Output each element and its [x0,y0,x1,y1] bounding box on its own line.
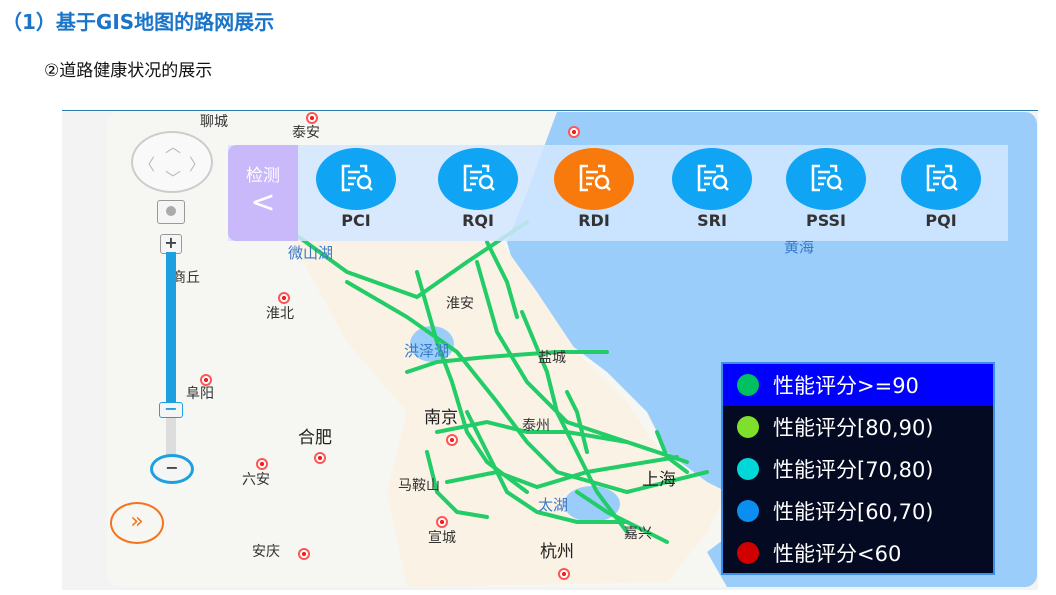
legend-swatch-icon [737,500,759,522]
city-label: 泰安 [292,125,320,141]
detect-tab[interactable]: 检测 < [228,145,298,241]
city-marker-icon [446,434,458,446]
city-label: 嘉兴 [624,526,652,542]
city-label: 宣城 [428,530,456,546]
legend-label: 性能评分<60 [773,542,902,566]
tool-icon-circle [554,148,634,210]
water-label: 微山湖 [288,244,334,262]
search-document-icon [926,164,958,192]
tool-sri-button[interactable]: SRI [672,148,752,230]
city-label: 盐城 [538,350,566,366]
city-marker-icon [200,374,212,386]
tool-icon-circle [438,148,518,210]
search-document-icon [341,164,373,192]
locate-button[interactable] [157,200,185,224]
tool-label: PQI [925,211,957,230]
city-label: 合肥 [298,428,332,448]
tool-label: RQI [462,211,494,230]
legend-label: 性能评分>=90 [773,374,919,398]
tool-label: RDI [578,211,610,230]
subsection-heading: ②道路健康状况的展示 [44,61,213,81]
chevron-left-icon[interactable]: < [250,185,276,220]
double-chevron-right-icon: » [130,509,144,534]
search-document-icon [697,164,729,192]
search-document-icon [579,164,611,192]
legend-item[interactable]: 性能评分<60 [723,532,993,574]
legend-item[interactable]: 性能评分[70,80) [723,448,993,490]
legend: 性能评分>=90 性能评分[80,90) 性能评分[70,80) 性能评分[60,70… [721,362,995,575]
legend-item[interactable]: 性能评分[60,70) [723,490,993,532]
city-label: 阜阳 [186,386,214,402]
city-marker-icon [278,292,290,304]
city-marker-icon [558,568,570,580]
divider [62,110,1038,111]
city-label: 上海 [642,470,676,490]
pan-right-icon[interactable]: 〉 [189,155,206,174]
city-label: 马鞍山 [398,478,440,494]
search-document-icon [463,164,495,192]
pan-control[interactable]: ︿ ﹀ 〈 〉 [131,131,213,193]
city-label: 六安 [242,472,270,488]
city-marker-icon [306,112,318,124]
legend-item[interactable]: 性能评分>=90 [723,364,993,406]
tool-icon-circle [316,148,396,210]
expand-button[interactable]: » [110,502,164,544]
legend-item[interactable]: 性能评分[80,90) [723,406,993,448]
tool-icon-circle [786,148,866,210]
tool-label: PCI [341,211,371,230]
detect-tab-label: 检测 [246,166,280,186]
dot-icon [166,206,176,216]
city-marker-icon [568,126,580,138]
legend-label: 性能评分[80,90) [773,416,934,440]
pan-down-icon[interactable]: ﹀ [165,169,182,188]
city-label: 杭州 [540,542,574,562]
city-label: 泰州 [522,418,550,434]
tool-label: PSSI [805,211,846,230]
city-label: 安庆 [252,544,280,560]
zoom-in-button[interactable]: + [160,234,182,254]
pan-up-icon[interactable]: ︿ [165,137,182,156]
pan-left-icon[interactable]: 〈 [139,155,156,174]
water-label: 黄海 [784,238,815,256]
city-label: 商丘 [172,270,200,286]
tool-rdi-button[interactable]: RDI [554,148,634,230]
zoom-slider-handle[interactable]: − [159,401,183,418]
zoom-out-button[interactable]: − [150,454,194,484]
tool-rqi-button[interactable]: RQI [438,148,518,230]
tool-label: SRI [697,211,727,230]
city-label: 聊城 [200,114,228,130]
city-marker-icon [298,548,310,560]
legend-swatch-icon [737,416,759,438]
section-heading: （1）基于GIS地图的路网展示 [2,10,275,34]
legend-swatch-icon [737,458,759,480]
search-document-icon [811,164,843,192]
city-marker-icon [256,458,268,470]
city-label: 淮安 [446,296,474,312]
water-label: 太湖 [538,496,569,514]
tool-pci-button[interactable]: PCI [316,148,396,230]
tool-pssi-button[interactable]: PSSI [786,148,866,230]
legend-label: 性能评分[60,70) [773,500,934,524]
city-label: 南京 [424,408,458,428]
tool-pqi-button[interactable]: PQI [901,148,981,230]
legend-label: 性能评分[70,80) [773,458,934,482]
tool-icon-circle [901,148,981,210]
city-marker-icon [436,516,448,528]
legend-swatch-icon [737,542,759,564]
tool-icon-circle [672,148,752,210]
city-marker-icon [314,452,326,464]
zoom-slider-fill [166,252,176,407]
legend-swatch-icon [737,374,759,396]
city-label: 淮北 [266,306,294,322]
water-label: 洪泽湖 [404,342,450,360]
